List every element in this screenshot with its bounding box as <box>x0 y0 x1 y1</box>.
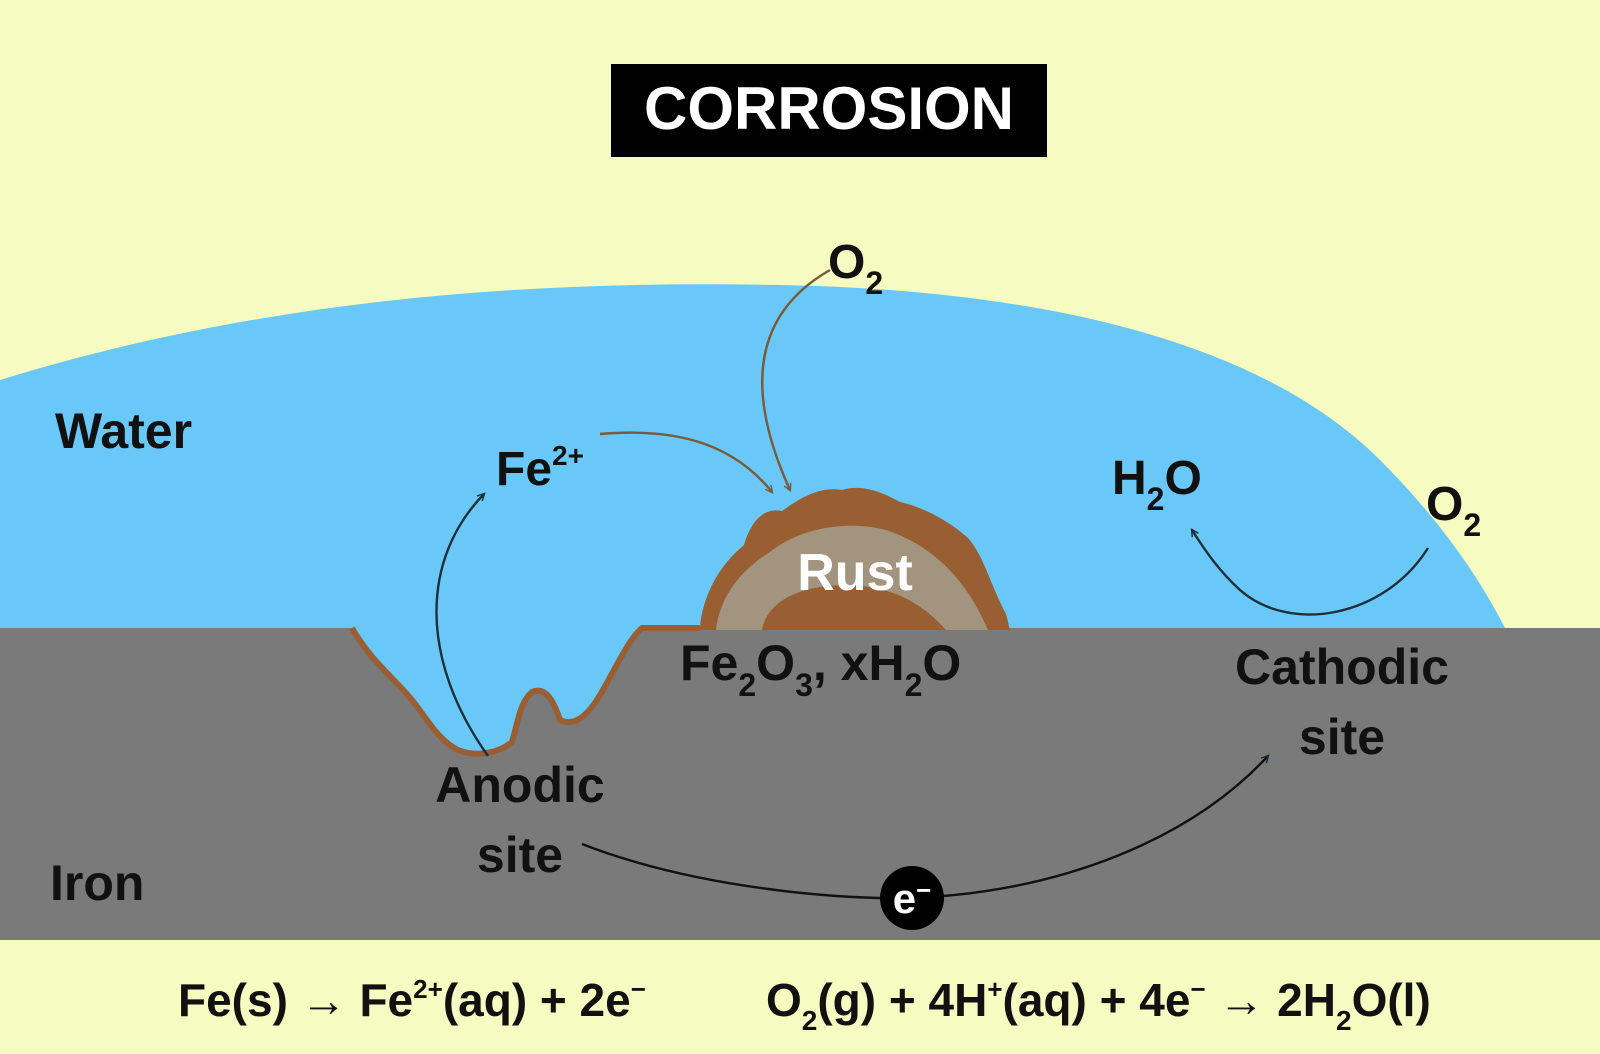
cathodic-site-label-line1: Cathodic <box>1235 639 1449 695</box>
water-region <box>0 284 1505 628</box>
oxygen-label-right: O2 <box>1426 478 1481 543</box>
iron-region <box>0 628 1600 940</box>
cathodic-equation: O2(g) + 4H+(aq) + 4e− → 2H2O(l) <box>766 974 1431 1036</box>
cathodic-site-label-line2: site <box>1299 709 1385 765</box>
iron-ion-label: Fe2+ <box>496 440 584 496</box>
arrow-oxygen-to-rust <box>761 268 831 490</box>
water-label: Water <box>55 403 192 459</box>
pit-rust-lining <box>349 625 700 757</box>
electron-label: e− <box>893 875 932 922</box>
arrow-iron-ion-to-rust <box>599 431 772 492</box>
anodic-pit <box>352 628 640 754</box>
page-title: CORROSION <box>644 75 1014 142</box>
title-box <box>611 64 1047 157</box>
anodic-equation: Fe(s) → Fe2+(aq) + 2e− <box>178 974 646 1026</box>
rust-formula: Fe2O3, xH2O <box>680 635 961 703</box>
anodic-site-label-line2: site <box>477 827 563 883</box>
rust-mound-core <box>762 585 946 630</box>
arrow-pit-to-iron-ion <box>435 494 489 757</box>
arrow-oxygen-to-water <box>1192 530 1430 616</box>
anodic-site-label-line1: Anodic <box>435 757 604 813</box>
rust-label: Rust <box>797 544 913 602</box>
oxygen-label-top: O2 <box>828 236 883 301</box>
iron-label: Iron <box>50 855 144 911</box>
electron-icon <box>880 866 944 930</box>
water-molecule-label: H2O <box>1112 452 1202 517</box>
